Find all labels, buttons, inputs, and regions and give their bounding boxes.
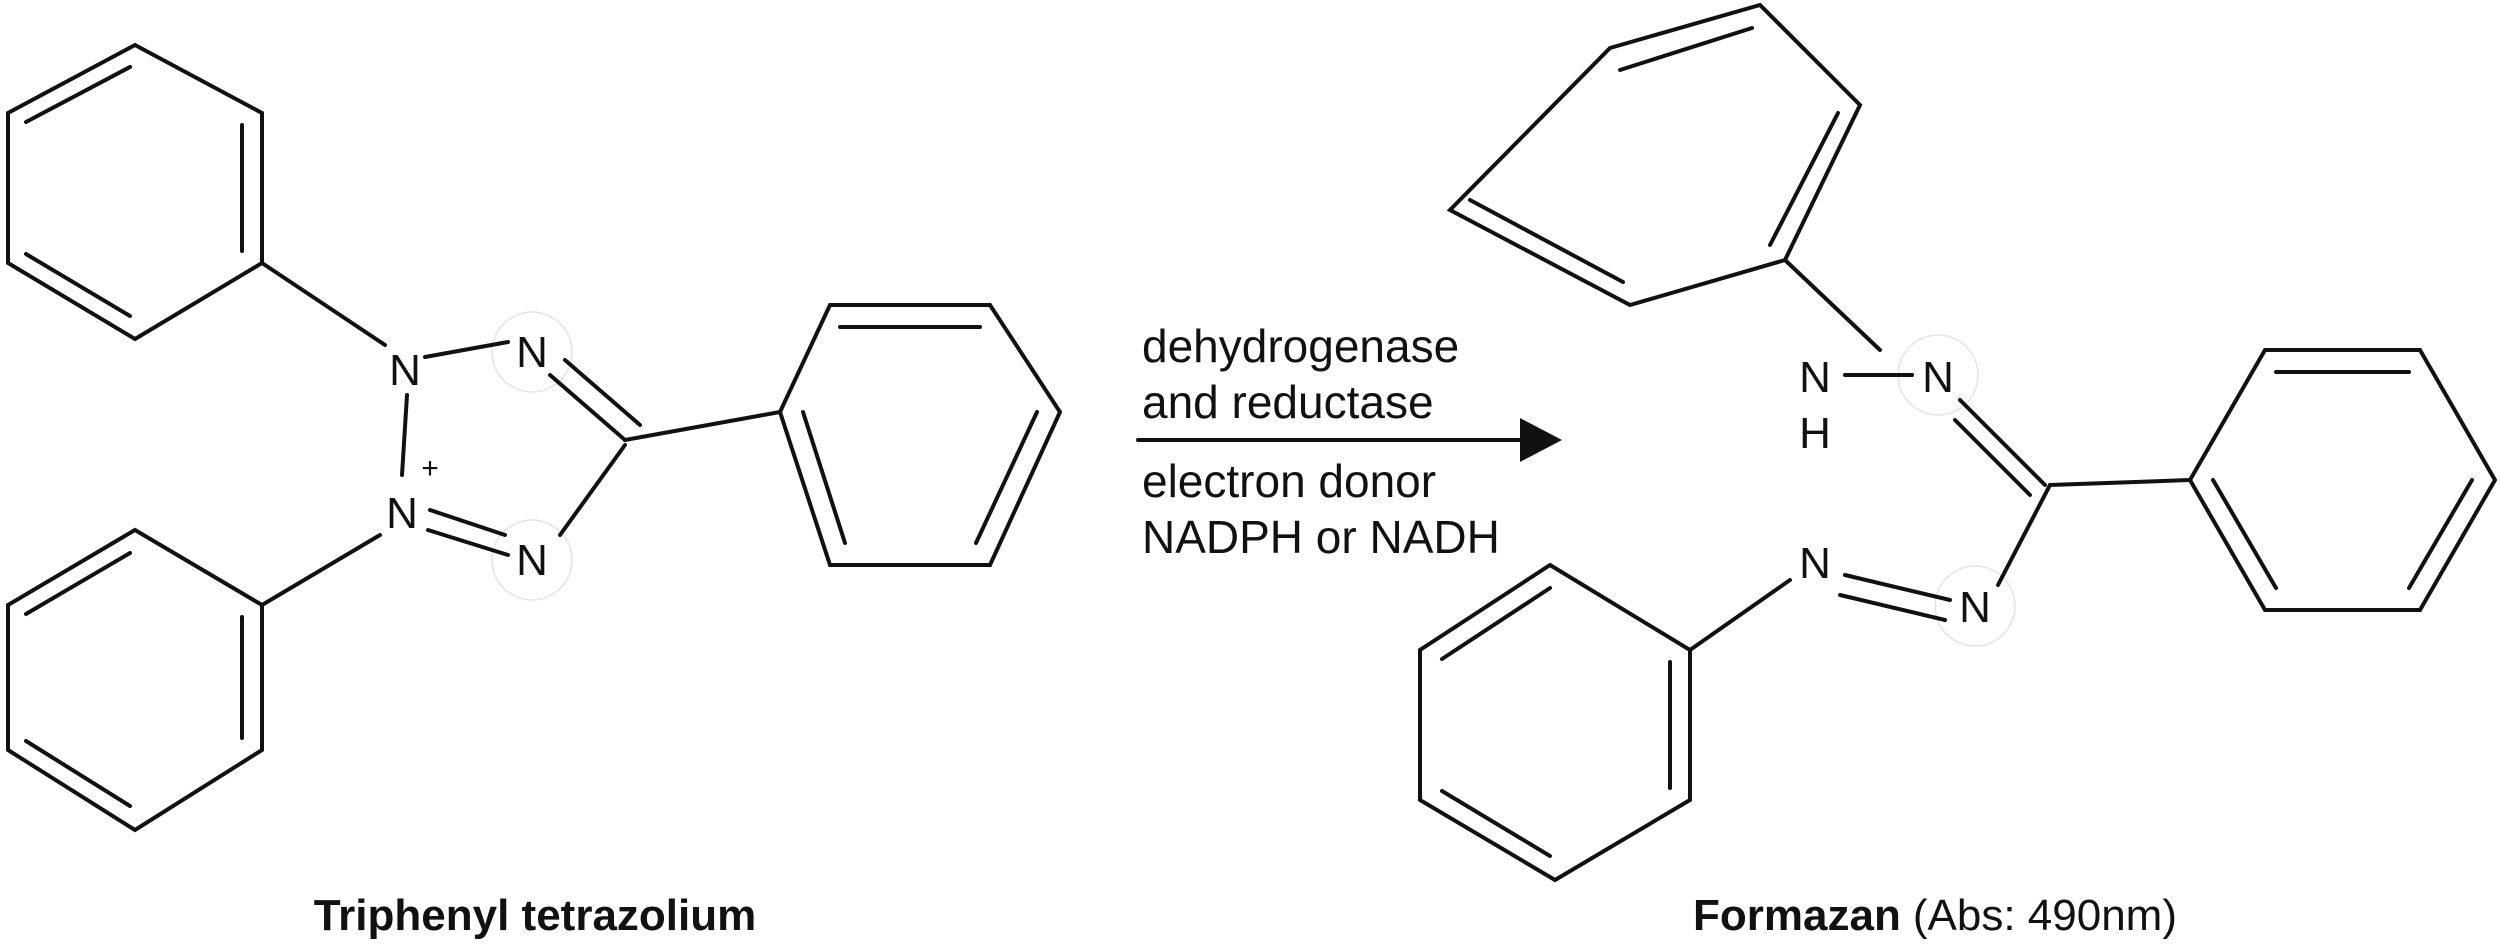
atom-n-azo-1: N xyxy=(1799,539,1831,588)
bond xyxy=(1783,258,1882,352)
bond xyxy=(1688,578,1792,652)
atom-n2: N xyxy=(516,328,548,377)
bond xyxy=(423,340,510,359)
atom-n1: N xyxy=(389,346,421,395)
charge-plus: + xyxy=(421,452,439,485)
phenyl-ring-top xyxy=(1446,2,1863,308)
phenyl-ring-right xyxy=(777,303,1063,567)
bond xyxy=(1843,573,1952,602)
phenyl-ring-bottom-left xyxy=(6,527,264,833)
reactant-structure: N N N + N xyxy=(6,42,1063,833)
bond xyxy=(548,373,627,442)
bond xyxy=(1953,418,2032,497)
atom-n-imine: N xyxy=(1922,353,1954,402)
phenyl-ring-right xyxy=(2187,348,2498,612)
product-name-bold: Formazan xyxy=(1693,891,1901,940)
bond xyxy=(426,528,510,557)
bond xyxy=(428,508,507,537)
atom-n3: N xyxy=(386,489,418,538)
atom-n-azo-2: N xyxy=(1959,583,1991,632)
arrowhead xyxy=(1520,418,1562,462)
product-name: Formazan(Abs: 490nm) xyxy=(1693,891,2177,940)
reactant-name: Triphenyl tetrazolium xyxy=(314,891,757,940)
condition-enzyme-1: dehydrogenase xyxy=(1142,320,1459,372)
bond xyxy=(400,393,409,477)
atom-nh-n: N xyxy=(1799,353,1831,402)
bond xyxy=(1958,398,2047,487)
bond xyxy=(2048,478,2192,487)
phenyl-ring-top-left xyxy=(6,42,264,342)
atom-halo xyxy=(1934,565,2016,647)
bond xyxy=(623,410,782,442)
bond xyxy=(563,358,642,427)
phenyl-ring-bottom xyxy=(1418,562,1692,883)
atom-halo xyxy=(491,311,573,393)
bond xyxy=(1838,593,1947,622)
atom-n4: N xyxy=(516,536,548,585)
bond xyxy=(260,261,387,347)
bond xyxy=(1996,483,2052,587)
reaction-arrow xyxy=(1136,418,1562,462)
condition-donor-1: electron donor xyxy=(1142,455,1436,507)
product-structure: N H N N N xyxy=(1418,2,2498,883)
bond xyxy=(260,533,382,607)
product-absorbance: (Abs: 490nm) xyxy=(1913,891,2177,940)
atom-halo xyxy=(491,519,573,601)
condition-donor-2: NADPH or NADH xyxy=(1142,511,1500,563)
bond xyxy=(558,443,627,537)
atom-nh-h: H xyxy=(1799,409,1831,458)
condition-enzyme-2: and reductase xyxy=(1142,376,1434,428)
